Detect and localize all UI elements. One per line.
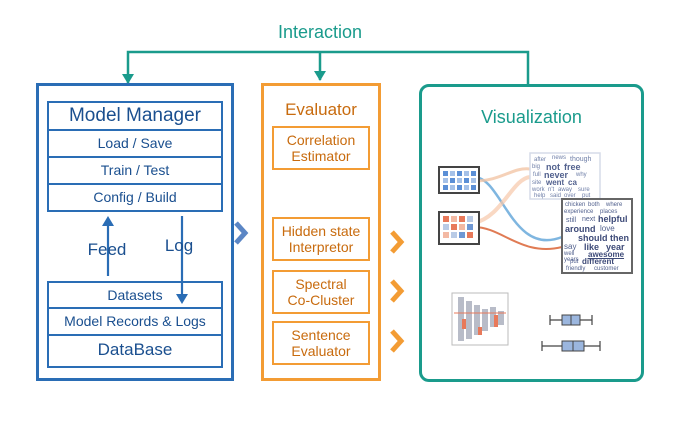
log-label: Log xyxy=(164,236,194,255)
word: helpful xyxy=(598,214,628,224)
wordcloud-top-box xyxy=(529,152,601,200)
word: say xyxy=(564,242,577,251)
database-item[interactable]: DataBase xyxy=(47,336,223,368)
word: put xyxy=(582,193,591,199)
feed-label: Feed xyxy=(87,240,127,259)
config-build-item[interactable]: Config / Build xyxy=(47,185,223,212)
correlation-estimator-module[interactable]: Correlation Estimator xyxy=(272,126,370,170)
spectral-co-cluster-module[interactable]: Spectral Co-Cluster xyxy=(272,270,370,314)
chevron-manager-to-evaluator-icon xyxy=(234,221,249,245)
module-label-line1: Spectral xyxy=(295,276,347,292)
word: after xyxy=(534,157,547,163)
word: love xyxy=(600,224,615,233)
word: around xyxy=(565,224,596,234)
module-label-line1: Sentence xyxy=(291,327,351,343)
word: years xyxy=(564,257,579,263)
arrowhead-evaluator xyxy=(314,71,326,81)
chevron-sentence-icon xyxy=(390,329,405,353)
visualization-graphics xyxy=(438,152,633,352)
boxplot-2[interactable] xyxy=(541,340,601,352)
word: free xyxy=(564,162,581,172)
chevron-spectral-icon xyxy=(390,279,405,303)
word: full xyxy=(533,172,541,178)
wordcloud-bottom[interactable]: chicken both where experience places sti… xyxy=(562,199,632,273)
word: why xyxy=(576,172,587,178)
word: where xyxy=(606,202,623,208)
module-label-line2: Evaluator xyxy=(291,343,351,359)
word: well xyxy=(564,251,575,257)
visualization-panel: Visualization xyxy=(419,84,644,382)
word: over xyxy=(564,193,576,199)
word: places xyxy=(600,209,618,215)
interaction-loop-line xyxy=(126,50,530,84)
word: next xyxy=(582,216,596,223)
word: should xyxy=(578,233,608,243)
word: chicken xyxy=(565,202,586,208)
word: not xyxy=(546,162,560,172)
load-save-item[interactable]: Load / Save xyxy=(47,131,223,158)
evaluator-panel: Evaluator Correlation Estimator Hidden s… xyxy=(261,83,381,381)
word: like xyxy=(584,242,600,252)
train-test-item[interactable]: Train / Test xyxy=(47,158,223,185)
word: put xyxy=(570,259,579,265)
feed-arrowhead xyxy=(102,216,114,226)
module-label-line2: Interpretor xyxy=(288,239,354,255)
module-label-line1: Correlation xyxy=(286,132,356,148)
word: help xyxy=(534,193,546,199)
interaction-label: Interaction xyxy=(277,22,363,42)
wordcloud-top[interactable]: after news though big not free full neve… xyxy=(530,153,600,199)
datasets-item[interactable]: Datasets xyxy=(47,281,223,309)
word: n't xyxy=(548,187,555,193)
word: then xyxy=(610,233,629,243)
model-manager-panel: Model Manager Load / Save Train / Test C… xyxy=(36,83,234,381)
word: away xyxy=(558,187,573,193)
module-label-line1: Hidden state xyxy=(281,223,361,239)
word: ca xyxy=(568,178,577,187)
visualization-title: Visualization xyxy=(481,107,582,127)
module-label-line2: Co-Cluster xyxy=(287,292,355,308)
evaluator-title: Evaluator xyxy=(285,100,357,119)
hidden-state-interpretor-module[interactable]: Hidden state Interpretor xyxy=(272,217,370,261)
boxplot-1[interactable] xyxy=(549,314,593,326)
word: big xyxy=(532,164,541,170)
word: experience xyxy=(564,209,594,215)
word: friendly xyxy=(566,266,586,272)
flow-curve xyxy=(473,226,563,250)
word: year xyxy=(606,242,625,252)
word: news xyxy=(552,155,567,161)
word: awesome xyxy=(588,250,625,259)
arrowhead-model-manager xyxy=(122,74,134,84)
chevron-hidden-state-icon xyxy=(390,230,405,254)
model-records-logs-item[interactable]: Model Records & Logs xyxy=(47,309,223,336)
flow-curve xyxy=(473,167,531,183)
word: site xyxy=(532,180,542,186)
module-label-line2: Estimator xyxy=(291,148,351,164)
word: still xyxy=(566,217,577,224)
flow-curve xyxy=(473,175,531,225)
sentence-evaluator-module[interactable]: Sentence Evaluator xyxy=(272,321,370,365)
heatmap-orange[interactable] xyxy=(438,211,480,245)
heatmap-blue[interactable] xyxy=(438,166,480,194)
co-cluster-chart[interactable] xyxy=(451,292,509,346)
word: customer xyxy=(594,266,619,272)
word: both xyxy=(588,202,600,208)
wordcloud-bottom-box xyxy=(561,198,633,274)
word: went xyxy=(546,178,565,187)
word: though xyxy=(570,156,592,163)
log-arrowhead xyxy=(176,294,188,304)
word: work xyxy=(532,187,545,193)
word: never xyxy=(544,170,569,180)
word: said xyxy=(550,193,562,199)
word: different xyxy=(582,257,614,266)
model-manager-title: Model Manager xyxy=(47,101,223,131)
word: sure xyxy=(578,187,590,193)
